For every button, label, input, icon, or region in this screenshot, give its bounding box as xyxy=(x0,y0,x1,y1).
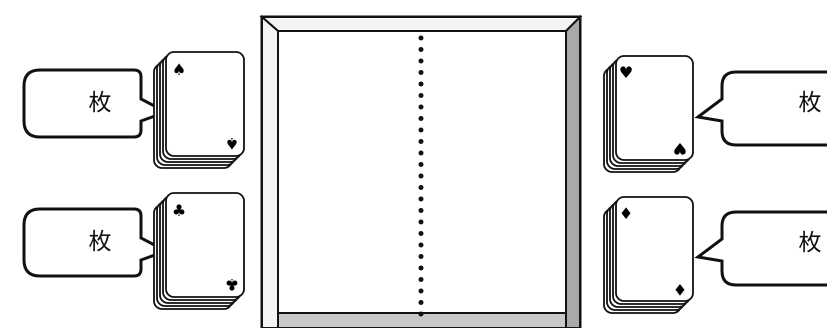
divider-dot xyxy=(419,162,424,167)
diamond-top-icon: ♦ xyxy=(619,204,633,223)
callout-top-left: 枚 xyxy=(24,70,166,137)
divider-dot xyxy=(419,266,424,271)
frame-left-bevel xyxy=(262,17,278,328)
heart-top-icon: ♥ xyxy=(619,63,633,82)
divider-dot xyxy=(419,93,424,98)
callout-bottom-right: 枚 xyxy=(698,212,827,285)
club-top-icon: ♣ xyxy=(172,201,186,220)
card-stack-club: ♣ ♣ xyxy=(154,193,244,309)
callout-label: 枚 xyxy=(89,90,112,116)
spade-top-icon: ♠ xyxy=(172,60,186,79)
callout-bottom-left: 枚 xyxy=(24,209,166,276)
callout-label: 枚 xyxy=(89,229,112,255)
frame-right-bevel xyxy=(566,17,580,328)
divider-dot xyxy=(419,254,424,259)
divider-dot xyxy=(419,243,424,248)
divider-dot xyxy=(419,220,424,225)
callout-top-right: 枚 xyxy=(698,72,827,145)
divider-dot xyxy=(419,197,424,202)
club-bottom-icon: ♣ xyxy=(225,275,239,294)
divider-dot xyxy=(419,70,424,75)
callout-label: 枚 xyxy=(799,230,822,256)
divider-dot xyxy=(419,231,424,236)
divider-dot xyxy=(419,128,424,133)
callout-label: 枚 xyxy=(799,90,822,116)
card-stack-heart: ♥ ♥ xyxy=(604,56,693,172)
divider-dot xyxy=(419,277,424,282)
divider-dot xyxy=(419,151,424,156)
divider-dot xyxy=(419,312,424,317)
spade-bottom-icon: ♠ xyxy=(225,134,239,153)
divider-dot xyxy=(419,47,424,52)
card-stack-diamond: ♦ ♦ xyxy=(604,197,693,313)
divider-dot xyxy=(419,208,424,213)
divider-dot xyxy=(419,139,424,144)
heart-bottom-icon: ♥ xyxy=(673,139,687,158)
divider-dot xyxy=(419,300,424,305)
divider-dot xyxy=(419,105,424,110)
divider-dot xyxy=(419,36,424,41)
divider-dot xyxy=(419,174,424,179)
divider-dot xyxy=(419,116,424,121)
divider-dot xyxy=(419,185,424,190)
divider-dot xyxy=(419,289,424,294)
divider-dot xyxy=(419,59,424,64)
frame-top-bevel xyxy=(262,17,580,31)
card-stack-spade: ♠ ♠ xyxy=(154,52,244,168)
diamond-bottom-icon: ♦ xyxy=(673,280,687,299)
divider-dot xyxy=(419,82,424,87)
